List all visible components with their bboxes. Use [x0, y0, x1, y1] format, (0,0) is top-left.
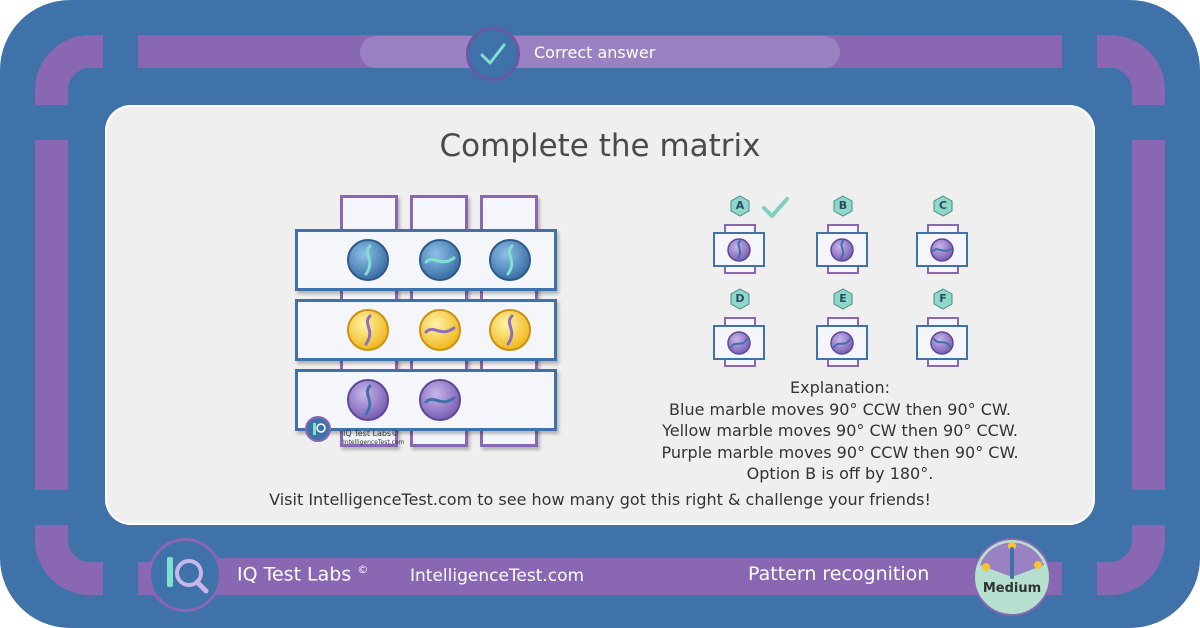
frame-gap: [1132, 490, 1165, 525]
frame-gap: [35, 490, 68, 525]
explanation-line: Blue marble moves 90° CCW then 90° CW.: [669, 399, 1011, 419]
explanation-line: Purple marble moves 90° CCW then 90° CW.: [661, 442, 1019, 462]
explanation-line: Yellow marble moves 90° CW then 90° CCW.: [662, 421, 1018, 440]
option-letter: D: [735, 292, 745, 305]
explanation-heading: Explanation:: [790, 378, 890, 397]
footer-brand: IQ Test Labs ©: [237, 563, 368, 585]
option-b[interactable]: [816, 195, 868, 274]
frame-gap: [35, 105, 68, 140]
option-letter: A: [735, 199, 745, 212]
option-label-a: A: [731, 197, 749, 215]
checkmark-icon: [480, 43, 506, 65]
option-e[interactable]: [816, 288, 868, 367]
footer-brand-name: IQ Test Labs: [237, 563, 352, 586]
option-label-c: C: [934, 197, 952, 215]
option-f[interactable]: [916, 288, 968, 367]
footer-category: Pattern recognition: [748, 563, 930, 585]
option-label-b: B: [834, 197, 852, 215]
difficulty-label: Medium: [982, 581, 1042, 596]
explanation-line: Option B is off by 180°.: [746, 464, 934, 483]
option-letter: C: [938, 199, 948, 212]
option-letter: B: [838, 199, 848, 212]
option-a[interactable]: [713, 195, 765, 274]
option-letter: E: [839, 292, 847, 305]
answer-status-bar: [360, 36, 840, 68]
answer-status-badge: [466, 27, 520, 81]
answer-status-label: Correct answer: [534, 43, 656, 62]
option-label-f: F: [934, 290, 952, 308]
footer-bar: [175, 558, 995, 592]
puzzle-panel: [105, 105, 1095, 525]
visit-message: Visit IntelligenceTest.com to see how ma…: [269, 490, 931, 509]
frame-gap: [103, 35, 138, 68]
frame-gap: [1062, 562, 1097, 595]
watermark-site: IntelligenceTest.com: [343, 439, 405, 446]
watermark-brand: IQ Test Labs©: [343, 429, 400, 438]
page-title: Complete the matrix: [439, 128, 761, 164]
option-letter: F: [939, 292, 947, 305]
frame-gap: [103, 562, 138, 595]
footer-site-link[interactable]: IntelligenceTest.com: [410, 566, 585, 586]
frame-gap: [1132, 105, 1165, 140]
difficulty-gauge-icon: [973, 538, 1051, 616]
frame-gap: [1062, 35, 1097, 68]
option-a-correct-icon: [762, 197, 789, 218]
footer-copyright: ©: [357, 563, 369, 576]
option-c[interactable]: [916, 195, 968, 274]
option-label-e: E: [834, 290, 852, 308]
iq-logo-icon: [167, 557, 209, 594]
option-d[interactable]: [713, 288, 765, 367]
option-label-d: D: [731, 290, 749, 308]
brand-logo: [148, 538, 222, 612]
explanation: Explanation: Blue marble moves 90° CCW t…: [620, 377, 1060, 485]
